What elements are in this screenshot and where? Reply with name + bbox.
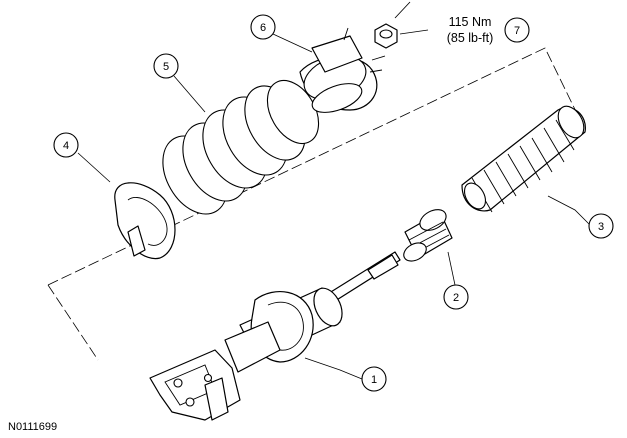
leader-1: [304, 357, 363, 380]
callout-label: 3: [598, 221, 604, 233]
spring-isolator: [114, 182, 176, 260]
torque-spec-nm: 115 Nm: [449, 15, 492, 29]
strut-axis-line: [394, 1, 411, 19]
upper-mount: [299, 27, 386, 113]
jounce-bumper: [403, 209, 453, 262]
coil-spring: [162, 80, 320, 215]
callout-6: 6: [250, 14, 276, 40]
leader-3: [547, 195, 592, 227]
leader-4: [77, 152, 111, 183]
figure-code: N0111699: [8, 421, 57, 433]
callout-1: 1: [361, 366, 387, 392]
callout-7: 7: [504, 17, 530, 43]
callout-2: 2: [443, 284, 469, 310]
callout-label: 1: [371, 374, 377, 386]
leader-6: [272, 33, 313, 53]
leader-5: [173, 75, 206, 113]
leader-2: [447, 251, 456, 286]
callout-label: 5: [163, 61, 169, 73]
leader-7: [399, 29, 429, 35]
callout-5: 5: [153, 53, 179, 79]
strut-assembly: [149, 251, 401, 421]
callout-label: 4: [63, 140, 69, 152]
callout-3: 3: [588, 213, 614, 239]
callout-4: 4: [53, 132, 79, 158]
callout-label: 2: [453, 292, 459, 304]
callout-label: 7: [514, 25, 520, 37]
dust-boot: [461, 105, 586, 213]
callout-label: 6: [260, 22, 266, 34]
torque-spec-lbft: (85 lb-ft): [447, 31, 494, 45]
mount-nut: [374, 23, 398, 49]
